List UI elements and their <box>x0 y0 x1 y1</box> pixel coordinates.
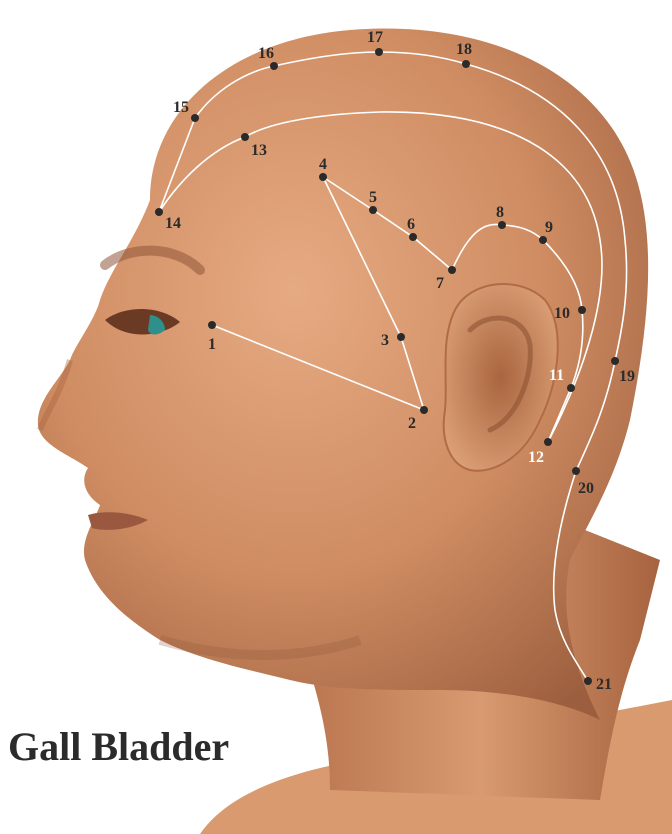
acupoint-dot-6 <box>409 233 417 241</box>
acupoint-label-21: 21 <box>596 676 612 693</box>
acupoint-dot-14 <box>155 208 163 216</box>
acupoint-dot-7 <box>448 266 456 274</box>
acupoint-dot-3 <box>397 333 405 341</box>
acupoint-dot-15 <box>191 114 199 122</box>
acupoint-label-4: 4 <box>319 156 327 173</box>
acupoint-dot-1 <box>208 321 216 329</box>
acupoint-label-10: 10 <box>554 305 570 322</box>
diagram-title: Gall Bladder <box>8 724 229 769</box>
acupoint-label-6: 6 <box>407 216 415 233</box>
acupoint-dot-4 <box>319 173 327 181</box>
acupoint-dot-21 <box>584 677 592 685</box>
acupoint-dot-17 <box>375 48 383 56</box>
acupoint-dot-19 <box>611 357 619 365</box>
acupoint-dot-18 <box>462 60 470 68</box>
acupoint-dot-11 <box>567 384 575 392</box>
acupoint-dot-5 <box>369 206 377 214</box>
acupoint-label-16: 16 <box>258 45 274 62</box>
acupoint-label-3: 3 <box>381 332 389 349</box>
acupoint-label-18: 18 <box>456 41 472 58</box>
acupoint-dot-16 <box>270 62 278 70</box>
acupoint-dot-13 <box>241 133 249 141</box>
acupoint-dot-2 <box>420 406 428 414</box>
acupoint-label-17: 17 <box>367 29 383 46</box>
acupoint-label-19: 19 <box>619 368 635 385</box>
acupoint-label-15: 15 <box>173 99 189 116</box>
acupoint-label-5: 5 <box>369 189 377 206</box>
acupoint-dot-9 <box>539 236 547 244</box>
acupoint-dot-10 <box>578 306 586 314</box>
acupoint-label-14: 14 <box>165 215 181 232</box>
acupoint-label-20: 20 <box>578 480 594 497</box>
acupoint-label-13: 13 <box>251 142 267 159</box>
acupoint-label-8: 8 <box>496 204 504 221</box>
acupoint-label-7: 7 <box>436 275 444 292</box>
acupoint-dot-8 <box>498 221 506 229</box>
acupoint-label-12: 12 <box>528 449 544 466</box>
acupoint-label-9: 9 <box>545 219 553 236</box>
acupoint-label-11: 11 <box>549 367 564 384</box>
acupoint-dot-12 <box>544 438 552 446</box>
acupoint-label-2: 2 <box>408 415 416 432</box>
acupoint-label-1: 1 <box>208 336 216 353</box>
acupoint-dot-20 <box>572 467 580 475</box>
